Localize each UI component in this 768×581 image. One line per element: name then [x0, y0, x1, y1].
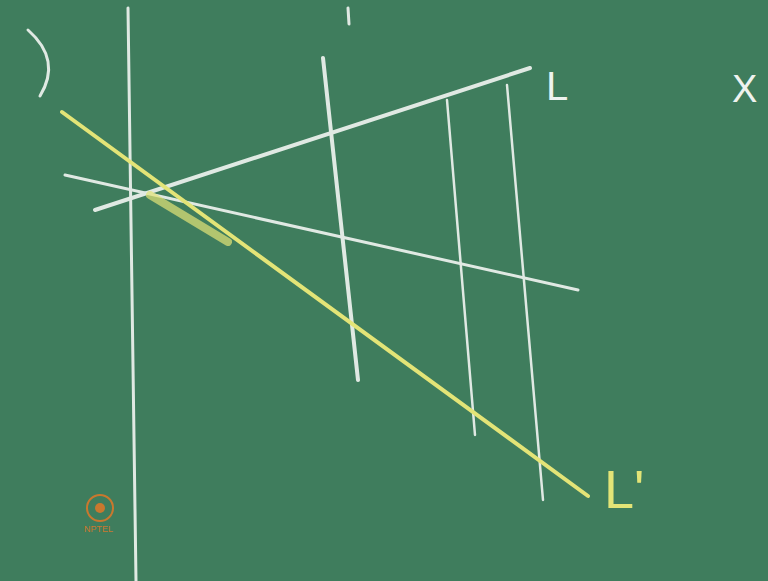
line-name: L'	[604, 462, 644, 516]
vertical-line	[507, 85, 543, 500]
vertical-line	[447, 100, 475, 435]
logo-ring	[87, 495, 113, 521]
second-line	[65, 175, 578, 290]
chalk-arc	[28, 30, 49, 96]
vertical-axis	[128, 8, 136, 581]
logo-core	[95, 503, 105, 513]
line-name: L	[546, 66, 568, 106]
line-l-prime	[62, 112, 588, 496]
line-l	[95, 68, 530, 210]
highlight-segment	[150, 195, 228, 242]
vertical-line	[323, 58, 358, 380]
chalk-mark	[348, 8, 349, 24]
set-name: X	[732, 70, 757, 108]
watermark: NPTEL	[84, 525, 113, 534]
